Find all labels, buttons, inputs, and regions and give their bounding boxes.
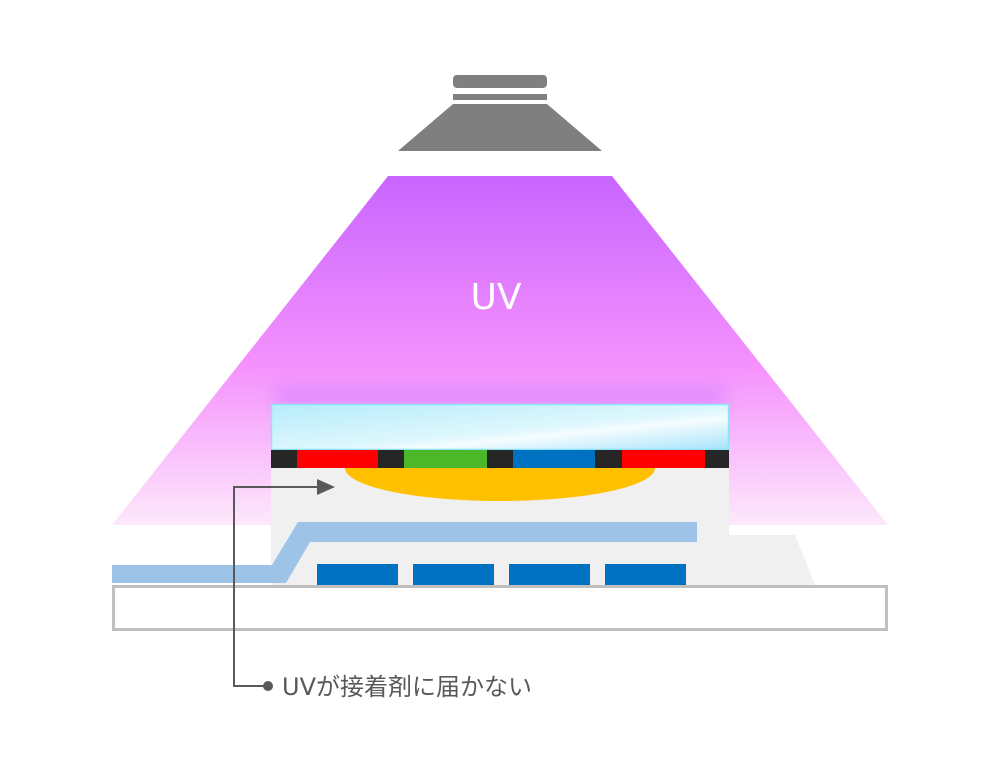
callout-leader-line <box>233 479 335 687</box>
filter-green <box>404 450 487 468</box>
uv-lamp-icon <box>398 75 602 151</box>
callout-text: UVが接着剤に届かない <box>282 673 532 701</box>
beam-glow <box>275 385 725 407</box>
flex-cable <box>112 522 697 583</box>
filter-red <box>297 450 378 468</box>
cover-glass <box>270 403 730 451</box>
substrate <box>112 585 888 631</box>
uv-label: UV <box>471 277 522 318</box>
filter-blue <box>513 450 595 468</box>
pad <box>413 564 494 585</box>
pad <box>509 564 590 585</box>
callout: UVが接着剤に届かない <box>233 479 532 701</box>
pad <box>605 564 686 585</box>
filter-red <box>622 450 705 468</box>
adhesive <box>345 468 655 501</box>
callout-dot <box>263 681 273 691</box>
bottom-pads <box>317 564 686 585</box>
pad <box>317 564 398 585</box>
color-filter-strip <box>271 450 729 468</box>
